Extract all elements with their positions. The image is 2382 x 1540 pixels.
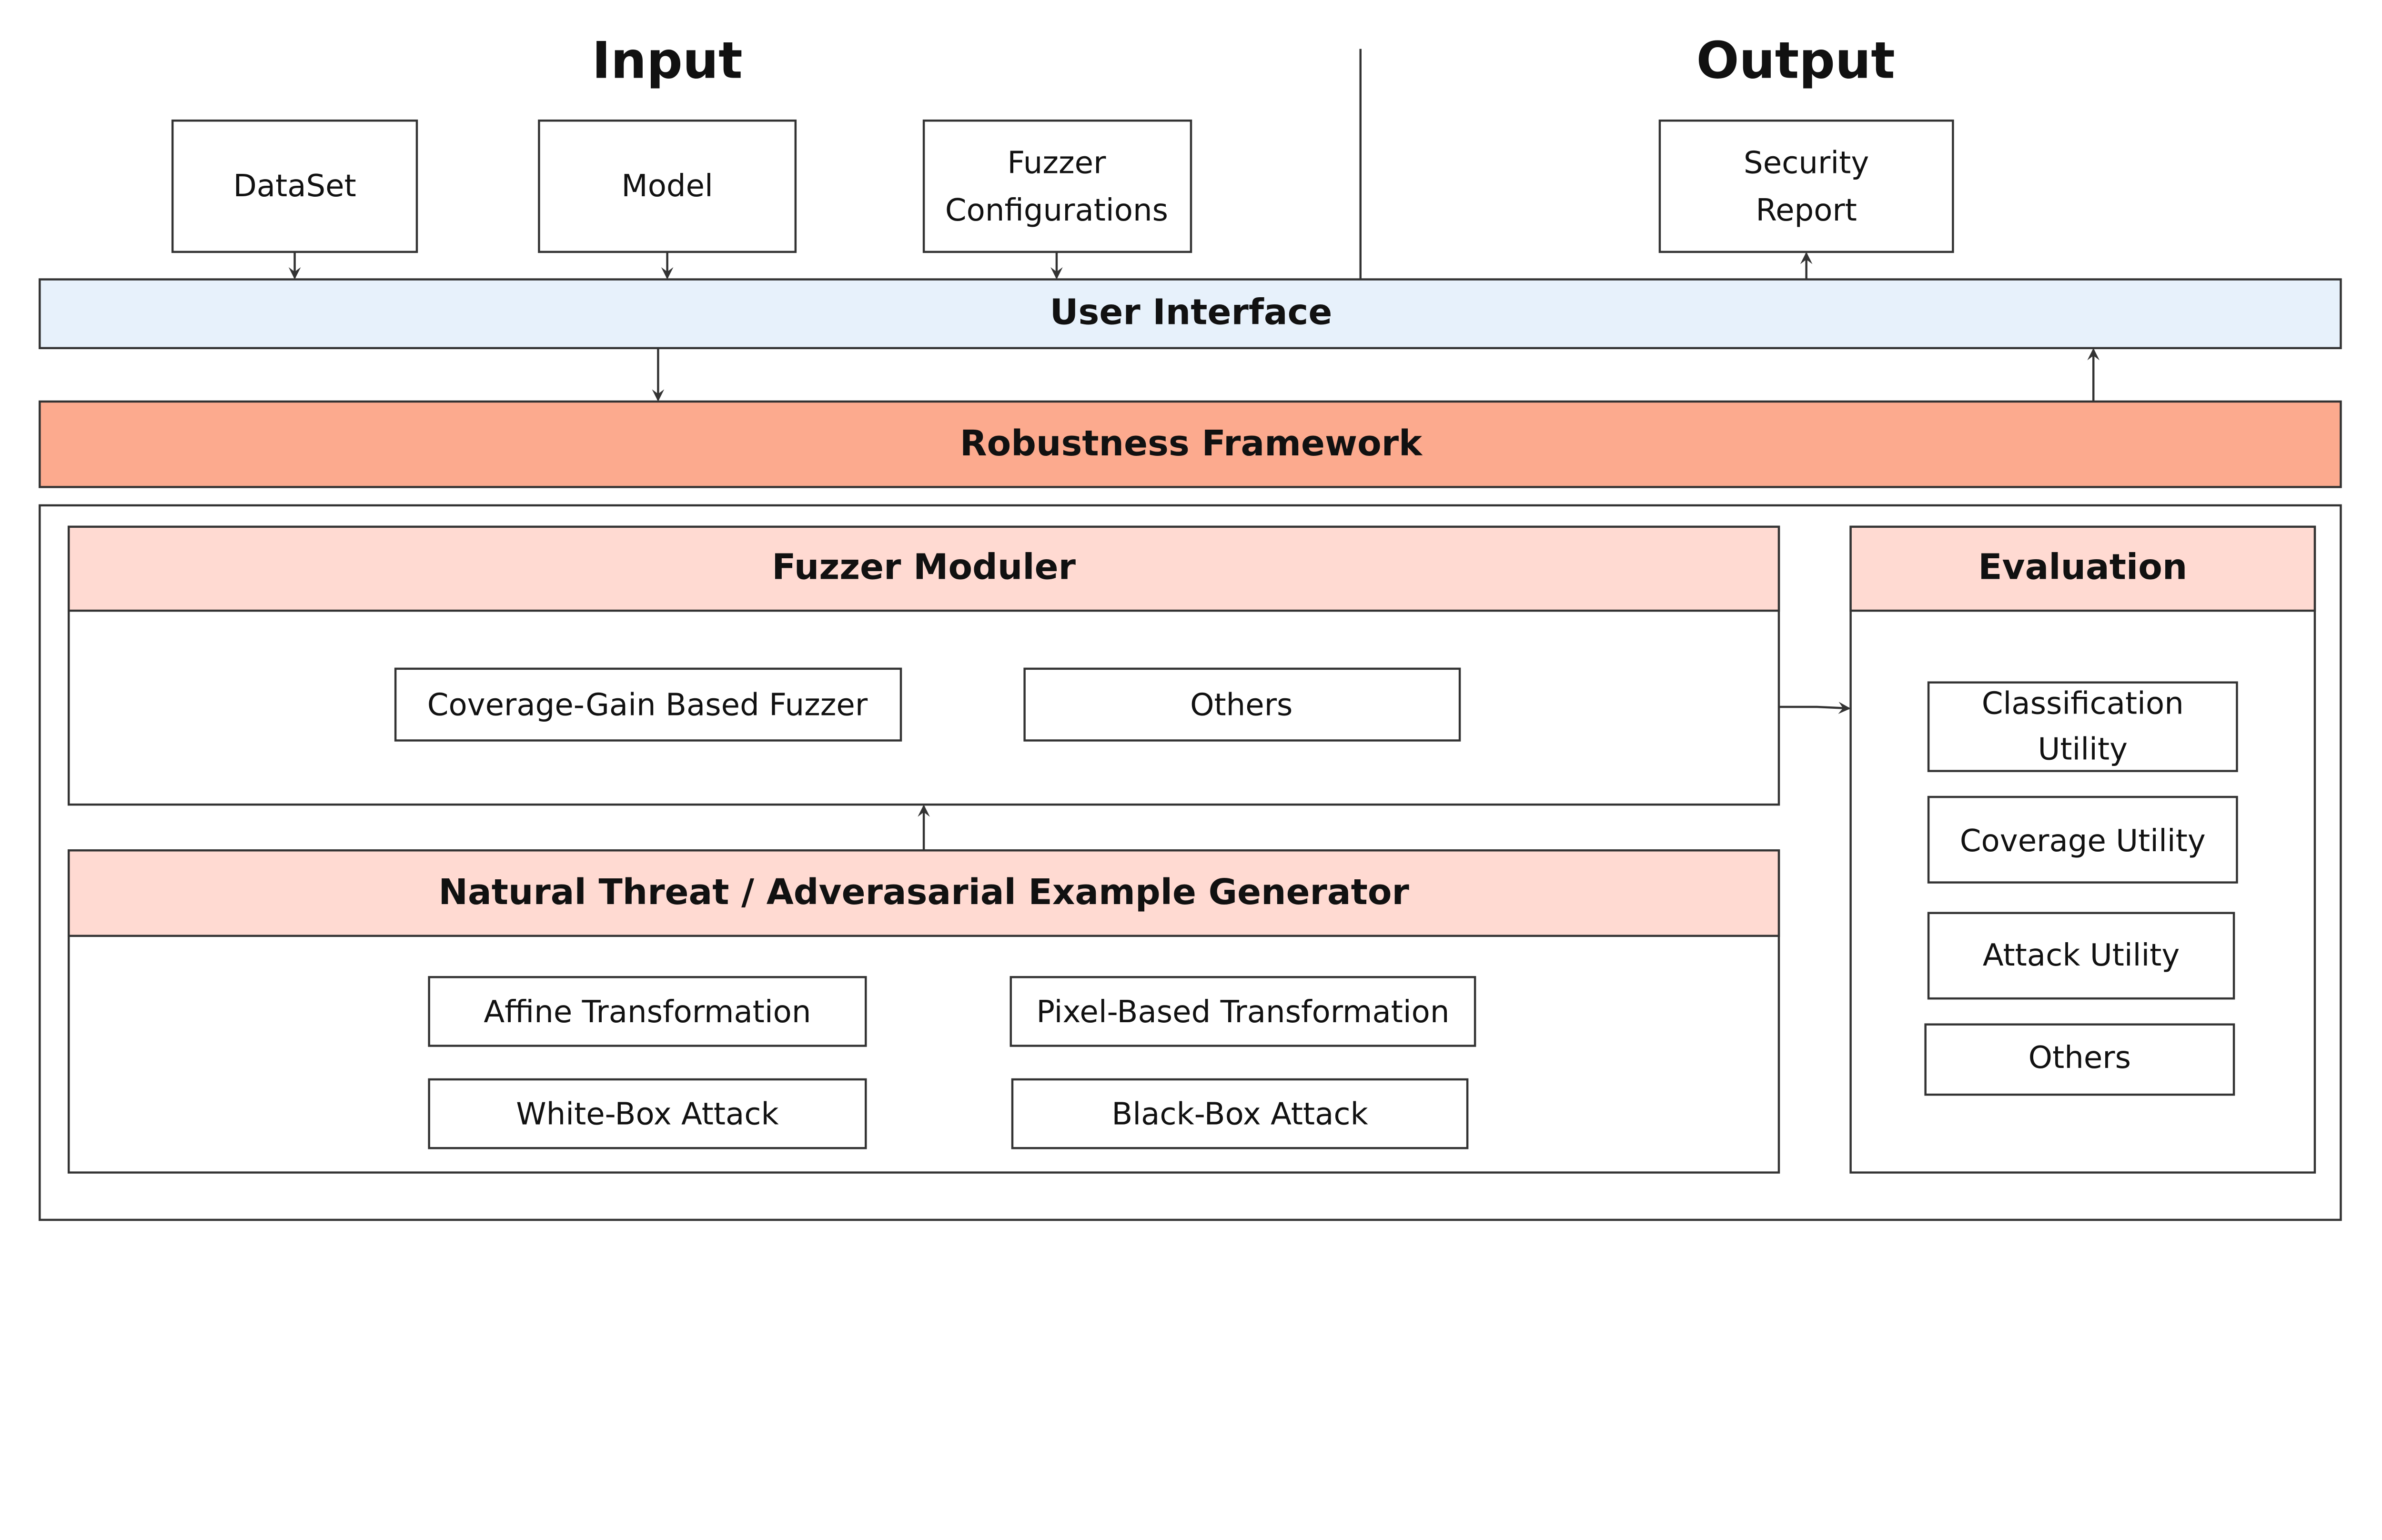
pixel-based-transformation-box: Pixel-Based Transformation	[1009, 976, 1476, 1047]
svg-text:Coverage-Gain Based Fuzzer: Coverage-Gain Based Fuzzer	[427, 688, 868, 723]
classification-utility-box: Classification Utility	[1927, 681, 2238, 772]
input-title: Input	[592, 31, 743, 90]
evaluation-title: Evaluation	[1978, 547, 2187, 588]
svg-text:Pixel-Based Transformation: Pixel-Based Transformation	[1036, 995, 1449, 1030]
user-interface-bar: User Interface	[39, 278, 2342, 350]
svg-text:Classification: Classification	[1982, 686, 2184, 721]
architecture-diagram: Input Output DataSet Model Fuzzer Config…	[39, 31, 2342, 1221]
black-box-attack-box: Black-Box Attack	[1011, 1078, 1469, 1149]
svg-text:Black-Box Attack: Black-Box Attack	[1111, 1097, 1368, 1132]
svg-text:Configurations: Configurations	[945, 193, 1168, 228]
svg-text:Others: Others	[1190, 688, 1292, 723]
output-security-report-box: Security Report	[1658, 119, 1954, 253]
svg-text:Coverage Utility: Coverage Utility	[1960, 824, 2206, 859]
svg-text:DataSet: DataSet	[233, 169, 356, 204]
input-model-box: Model	[538, 119, 797, 253]
evaluation-others-box: Others	[1924, 1023, 2235, 1096]
input-fuzzer-config-box: Fuzzer Configurations	[922, 119, 1192, 253]
svg-text:Others: Others	[2029, 1040, 2131, 1076]
white-box-attack-box: White-Box Attack	[428, 1078, 867, 1149]
svg-text:Affine Transformation: Affine Transformation	[484, 995, 811, 1030]
svg-text:Attack Utility: Attack Utility	[1983, 938, 2180, 973]
fuzzer-others-box: Others	[1023, 667, 1461, 742]
fuzzer-coverage-gain-box: Coverage-Gain Based Fuzzer	[394, 667, 902, 742]
robustness-framework-bar: Robustness Framework	[39, 400, 2342, 488]
generator-section: Natural Threat / Adverasarial Example Ge…	[67, 849, 1780, 1174]
svg-text:Model: Model	[621, 169, 713, 204]
attack-utility-box: Attack Utility	[1927, 912, 2235, 1000]
svg-text:Security: Security	[1744, 146, 1869, 181]
svg-text:White-Box Attack: White-Box Attack	[516, 1097, 778, 1132]
output-title: Output	[1696, 31, 1895, 90]
evaluation-section: Evaluation Classification Utility Covera…	[1849, 525, 2316, 1174]
affine-transformation-box: Affine Transformation	[428, 976, 867, 1047]
coverage-utility-box: Coverage Utility	[1927, 795, 2238, 884]
svg-text:Report: Report	[1756, 193, 1857, 228]
generator-title: Natural Threat / Adverasarial Example Ge…	[438, 872, 1409, 913]
svg-text:User Interface: User Interface	[1050, 292, 1332, 332]
svg-text:Fuzzer: Fuzzer	[1007, 146, 1106, 181]
fuzzer-moduler-title: Fuzzer Moduler	[772, 547, 1076, 588]
arrow-fuzzer-to-evaluation	[1778, 702, 1851, 714]
svg-text:Utility: Utility	[2038, 732, 2128, 767]
svg-text:Robustness Framework: Robustness Framework	[960, 423, 1423, 464]
fuzzer-moduler-section: Fuzzer Moduler Coverage-Gain Based Fuzze…	[67, 525, 1780, 806]
input-dataset-box: DataSet	[171, 119, 418, 253]
